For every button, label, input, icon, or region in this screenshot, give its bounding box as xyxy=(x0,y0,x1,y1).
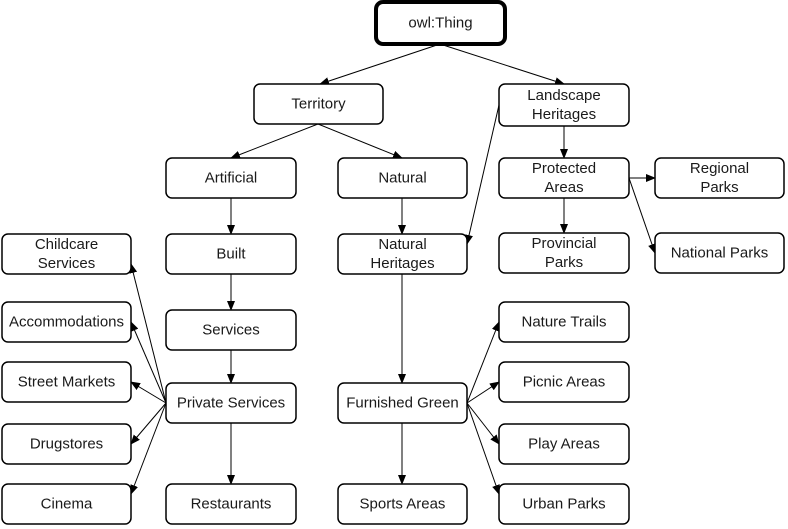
node-accommodations: Accommodations xyxy=(1,301,132,343)
node-label: Areas xyxy=(544,179,583,196)
edge-private-services-to-childcare-services xyxy=(129,263,167,404)
edge-protected-areas-to-national-parks xyxy=(628,177,656,254)
node-services: Services xyxy=(165,309,297,351)
edge-furnished-green-to-urban-parks xyxy=(466,402,500,495)
node-label: Nature Trails xyxy=(521,314,606,331)
edge-landscape-heritages-to-natural-heritages xyxy=(465,104,500,245)
edge-private-services-to-drugstores xyxy=(130,402,167,445)
node-label: Sports Areas xyxy=(360,496,446,513)
node-box xyxy=(1,423,132,465)
node-box xyxy=(1,301,132,343)
edge-territory-to-artificial xyxy=(230,123,319,159)
node-box xyxy=(498,483,630,525)
node-label: Cinema xyxy=(41,496,93,513)
edge-owl-thing-to-landscape-heritages xyxy=(439,43,565,86)
node-box xyxy=(498,157,630,199)
node-label: Street Markets xyxy=(18,374,116,391)
node-box xyxy=(253,83,384,125)
node-sports-areas: Sports Areas xyxy=(337,483,468,525)
edge-territory-to-natural xyxy=(317,123,403,159)
node-drugstores: Drugstores xyxy=(1,423,132,465)
node-box xyxy=(337,157,468,199)
node-label: Drugstores xyxy=(30,436,103,453)
edge-furnished-green-to-nature-trails xyxy=(466,321,500,404)
node-label: Landscape xyxy=(527,87,600,104)
node-picnic-areas: Picnic Areas xyxy=(498,361,630,403)
node-natural: Natural xyxy=(337,157,468,199)
node-artificial: Artificial xyxy=(165,157,297,199)
node-label: Provincial xyxy=(531,235,596,252)
node-private-services: Private Services xyxy=(165,382,297,424)
node-cinema: Cinema xyxy=(1,483,132,525)
node-label: Artificial xyxy=(205,170,258,187)
node-urban-parks: Urban Parks xyxy=(498,483,630,525)
edge-private-services-to-cinema xyxy=(130,402,167,495)
edge-furnished-green-to-play-areas xyxy=(466,402,500,445)
node-territory: Territory xyxy=(253,83,384,125)
node-label: Play Areas xyxy=(528,436,600,453)
node-label: Protected xyxy=(532,160,596,177)
edge-private-services-to-street-markets xyxy=(130,381,167,404)
node-box xyxy=(654,232,785,274)
node-label: Built xyxy=(216,246,246,263)
node-label: Parks xyxy=(700,179,738,196)
node-label: Accommodations xyxy=(9,314,124,331)
node-box xyxy=(1,483,132,525)
node-furnished-green: Furnished Green xyxy=(337,382,468,424)
node-label: Territory xyxy=(291,96,346,113)
node-label: Urban Parks xyxy=(522,496,605,513)
node-label: Heritages xyxy=(370,255,434,272)
edges-layer xyxy=(129,43,656,495)
node-label: Furnished Green xyxy=(346,395,459,412)
edge-private-services-to-accommodations xyxy=(130,321,167,404)
node-label: Natural xyxy=(378,170,426,187)
node-box xyxy=(165,157,297,199)
node-label: Parks xyxy=(545,254,583,271)
node-label: Natural xyxy=(378,236,426,253)
node-owl-thing: owl:Thing xyxy=(374,0,507,46)
node-label: Private Services xyxy=(177,395,285,412)
node-box xyxy=(498,423,630,465)
node-box xyxy=(498,83,630,127)
node-label: Heritages xyxy=(532,106,596,123)
node-label: Childcare xyxy=(35,236,98,253)
node-built: Built xyxy=(165,233,297,275)
node-box xyxy=(1,233,132,275)
node-nature-trails: Nature Trails xyxy=(498,301,630,343)
node-box xyxy=(165,233,297,275)
node-label: Picnic Areas xyxy=(523,374,606,391)
node-play-areas: Play Areas xyxy=(498,423,630,465)
node-label: owl:Thing xyxy=(408,15,472,32)
node-box xyxy=(1,361,132,403)
node-box xyxy=(498,361,630,403)
node-label: Services xyxy=(202,322,260,339)
node-box xyxy=(498,232,630,274)
node-box xyxy=(654,157,785,199)
node-box xyxy=(165,309,297,351)
node-label: Restaurants xyxy=(191,496,272,513)
node-street-markets: Street Markets xyxy=(1,361,132,403)
node-national-parks: National Parks xyxy=(654,232,785,274)
node-box xyxy=(337,382,468,424)
node-restaurants: Restaurants xyxy=(165,483,297,525)
edge-owl-thing-to-territory xyxy=(319,43,441,85)
node-box xyxy=(165,382,297,424)
node-label: National Parks xyxy=(671,245,769,262)
node-box xyxy=(337,483,468,525)
node-box xyxy=(374,0,507,46)
node-box xyxy=(165,483,297,525)
node-label: Services xyxy=(38,255,96,272)
node-label: Regional xyxy=(690,160,749,177)
edge-furnished-green-to-picnic-areas xyxy=(466,381,500,404)
node-box xyxy=(337,233,468,275)
node-box xyxy=(498,301,630,343)
